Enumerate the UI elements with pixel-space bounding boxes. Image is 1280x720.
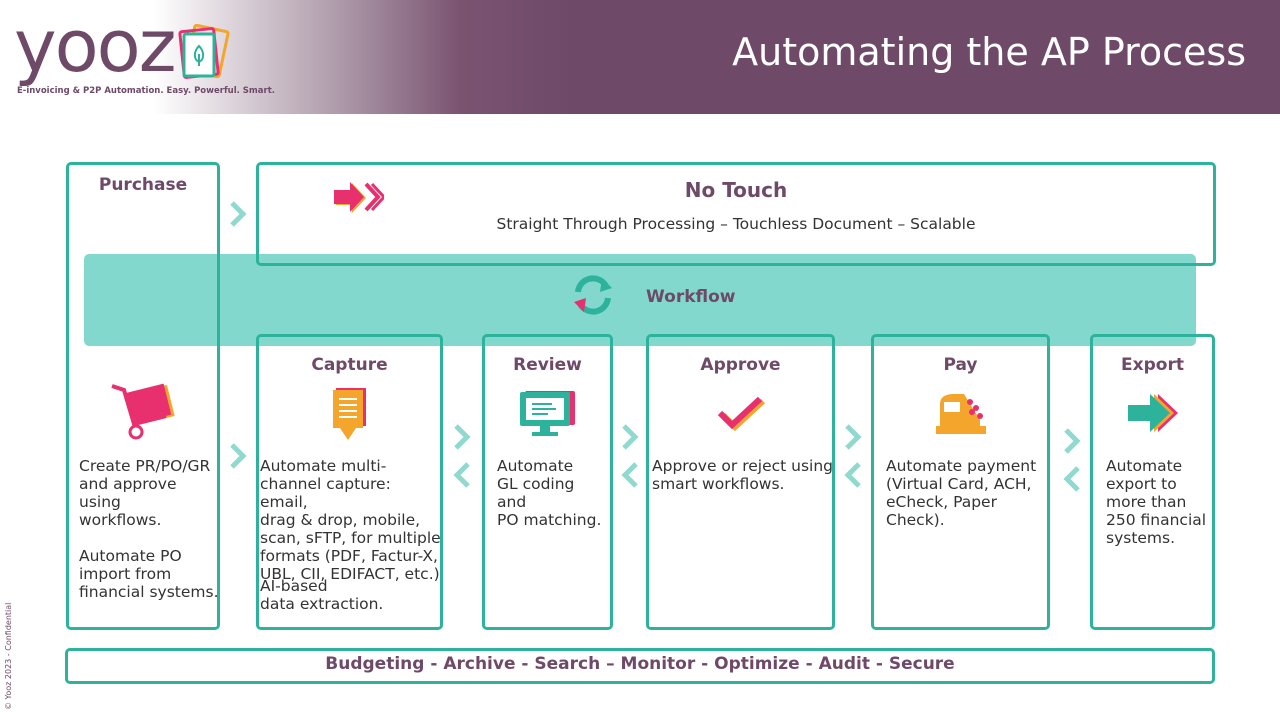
workflow-band (84, 254, 1196, 346)
chevron-left-icon (453, 462, 470, 488)
no-touch-box (256, 162, 1216, 266)
cash-register-icon (936, 394, 986, 434)
double-arrow-icon (334, 182, 384, 213)
export-title: Export (1121, 355, 1184, 375)
export-arrow-icon (1128, 394, 1178, 432)
approve-title: Approve (700, 355, 781, 375)
chevron-right-icon (230, 201, 247, 227)
page-title: Automating the AP Process (732, 30, 1246, 74)
tagline: E-invoicing & P2P Automation. Easy. Powe… (17, 86, 276, 96)
copyright: © Yooz 2023 - Confidential (4, 602, 13, 710)
capture-box (256, 334, 443, 630)
capture-text-2: AI-based data extraction. (260, 577, 384, 613)
no-touch-subtitle: Straight Through Processing – Touchless … (496, 215, 976, 233)
purchase-text-2: Automate PO import from financial system… (79, 547, 219, 601)
purchase-text: Create PR/PO/GR and approve using workfl… (79, 457, 211, 529)
review-text: Automate GL coding and PO matching. (497, 457, 602, 529)
review-box (482, 334, 613, 630)
document-download-icon (333, 388, 366, 440)
capture-title: Capture (311, 355, 388, 375)
chevron-right-icon (230, 443, 247, 469)
footer-box (65, 648, 1215, 684)
chevron-right-icon (845, 424, 862, 450)
pay-box (871, 334, 1050, 630)
checkmark-icon (717, 396, 766, 432)
workflow-label: Workflow (646, 287, 736, 307)
pay-text: Automate payment (Virtual Card, ACH, eCh… (886, 457, 1037, 529)
purchase-box (66, 162, 220, 630)
chevron-right-icon (454, 424, 471, 450)
purchase-title: Purchase (98, 175, 188, 195)
monitor-icon (520, 391, 575, 436)
chevron-right-icon (622, 424, 639, 450)
chevron-left-icon (621, 462, 638, 488)
approve-box (646, 334, 835, 630)
footer-text: Budgeting - Archive - Search – Monitor -… (325, 654, 955, 674)
logo-card-icon (178, 24, 230, 79)
chevron-left-icon (1063, 466, 1080, 492)
capture-text: Automate multi- channel capture: email, … (260, 457, 441, 583)
pay-title: Pay (943, 355, 978, 375)
review-title: Review (513, 355, 582, 375)
no-touch-title: No Touch (684, 178, 788, 202)
sync-icon (574, 275, 612, 315)
export-text: Automate export to more than 250 financi… (1106, 457, 1207, 547)
chevron-right-icon (1064, 428, 1081, 454)
cart-icon (111, 383, 175, 440)
approve-text: Approve or reject using smart workflows. (652, 457, 834, 493)
logo: yooz (14, 4, 177, 88)
chevron-left-icon (844, 462, 861, 488)
export-box (1090, 334, 1215, 630)
